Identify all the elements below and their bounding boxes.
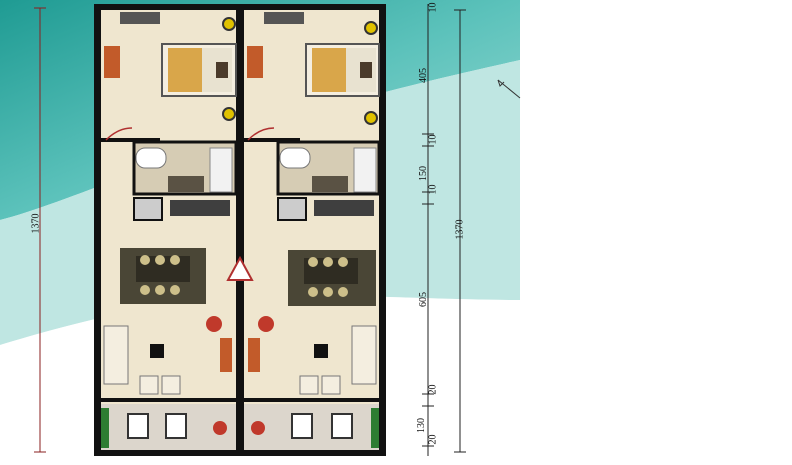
desk-right	[247, 46, 263, 78]
chair-left-2	[155, 255, 165, 265]
balcony-chair-right-1	[291, 413, 313, 439]
chair-right-2	[323, 257, 333, 267]
sofa-right	[351, 325, 377, 385]
leader-arrow	[497, 79, 521, 99]
bed-left	[168, 48, 202, 92]
dim-balcony: 130	[416, 418, 427, 433]
dim-wall: 20	[427, 384, 439, 395]
sofa-left	[103, 325, 129, 385]
balcony-chair-left-1	[127, 413, 149, 439]
cabinet-left	[220, 338, 232, 372]
chair-right-4	[308, 287, 318, 297]
right-dimension-lines	[422, 4, 466, 456]
closet-left	[133, 197, 163, 221]
dim-left-total: 1370	[30, 213, 42, 234]
bathtub-left	[135, 147, 167, 169]
armchair-right-2	[321, 375, 341, 395]
chair-left-3	[170, 255, 180, 265]
dim-bedroom: 405	[418, 68, 429, 83]
bathtub-right	[279, 147, 311, 169]
lamp-left-top	[222, 17, 236, 31]
balcony-chair-left-2	[165, 413, 187, 439]
left-dimension-line	[34, 7, 46, 453]
unit-right	[244, 12, 381, 450]
leader-arrowhead	[497, 79, 505, 87]
balcony-plant-left	[213, 421, 227, 435]
dim-end: 20	[427, 434, 439, 445]
dim-gap-lower: 10	[427, 184, 439, 195]
armchair-left-1	[139, 375, 159, 395]
chair-left-6	[170, 285, 180, 295]
armchair-left-2	[161, 375, 181, 395]
counter-left	[170, 200, 230, 216]
desk-left	[104, 46, 120, 78]
divider-marker	[226, 255, 254, 281]
chair-left-4	[140, 285, 150, 295]
bed-right	[312, 48, 346, 92]
nightstand-left	[216, 62, 228, 78]
wardrobe-right	[264, 12, 304, 24]
lamp-right-top	[364, 21, 378, 35]
planter-left	[101, 408, 109, 448]
armchair-right-1	[299, 375, 319, 395]
coffee-table-left	[150, 344, 164, 358]
planter-right	[371, 408, 379, 448]
balcony-chair-right-2	[331, 413, 353, 439]
lamp-left-bottom	[222, 107, 236, 121]
dim-right-total: 1370	[454, 219, 466, 240]
counter-right	[314, 200, 374, 216]
dim-living: 605	[418, 292, 429, 307]
dim-bath: 150	[418, 166, 429, 181]
chair-right-3	[338, 257, 348, 267]
shower-left	[209, 147, 233, 193]
plant-right	[258, 316, 274, 332]
door-swing-right	[247, 127, 275, 141]
cabinet-right	[248, 338, 260, 372]
unit-left	[101, 12, 238, 450]
vanity-right	[312, 176, 348, 192]
shower-right	[353, 147, 377, 193]
chair-right-5	[323, 287, 333, 297]
door-swing-left	[105, 127, 133, 141]
nightstand-right	[360, 62, 372, 78]
vanity-left	[168, 176, 204, 192]
plant-left	[206, 316, 222, 332]
chair-right-6	[338, 287, 348, 297]
dim-top-cut: 10	[427, 2, 439, 13]
closet-right	[277, 197, 307, 221]
coffee-table-right	[314, 344, 328, 358]
chair-left-1	[140, 255, 150, 265]
dim-gap-upper: 10	[427, 134, 439, 145]
balcony-plant-right	[251, 421, 265, 435]
wardrobe-left	[120, 12, 160, 24]
chair-right-1	[308, 257, 318, 267]
chair-left-5	[155, 285, 165, 295]
lamp-right-bottom	[364, 111, 378, 125]
